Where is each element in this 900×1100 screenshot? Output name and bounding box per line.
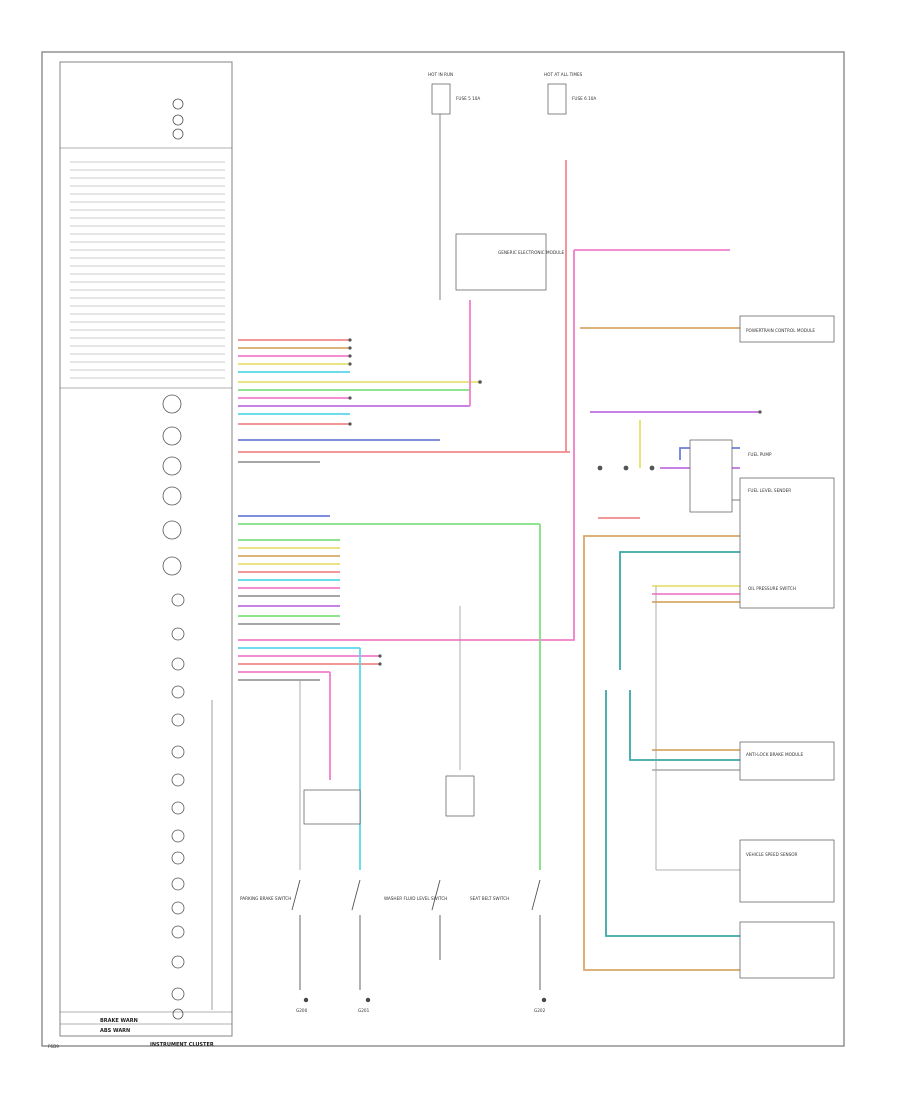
wire-harness-lower [238, 515, 540, 681]
cluster-label-brake-warn: BRAKE WARN [100, 1018, 138, 1024]
diagram-frame [41, 51, 845, 1047]
indicator-12-icon [171, 901, 185, 915]
gauge-speedometer-icon [162, 394, 182, 414]
indicator-8-icon [171, 801, 185, 815]
sensor-box-left [303, 789, 361, 825]
wire-teal-abs [629, 690, 740, 761]
abs-box [739, 741, 835, 781]
gauge-fuel-icon [162, 520, 182, 540]
ground-1-label: G200 [296, 1008, 308, 1013]
wire-teal-down [605, 690, 740, 937]
gauge-temp-icon [162, 556, 182, 576]
abs-module-box [739, 921, 835, 979]
fuse-right-label: FUSE 6 10A [572, 96, 596, 101]
splice-dots [348, 338, 762, 666]
ground-3-label: G202 [534, 1008, 546, 1013]
ground-symbols [303, 997, 547, 1003]
switch-top2-icon [172, 114, 184, 126]
wire-pcm-lines [652, 585, 740, 871]
wire-teal-loop [619, 551, 740, 670]
wire-harness-upper [238, 339, 570, 463]
pcm-label: POWERTRAIN CONTROL MODULE [746, 328, 815, 333]
fuse-left-box [431, 83, 451, 115]
brake-switch-label: PARKING BRAKE SWITCH [240, 896, 291, 901]
ground-3-icon [541, 997, 547, 1003]
fuel-pump-box [689, 439, 733, 513]
indicator-15-icon [171, 987, 185, 1001]
switches-bottom [291, 879, 541, 990]
gem-label: GENERIC ELECTRONIC MODULE [498, 250, 565, 255]
indicator-3-icon [171, 657, 185, 671]
indicator-9-icon [171, 829, 185, 843]
wire-orange-loop [583, 535, 740, 971]
sensor-box-right [445, 775, 475, 817]
indicator-6-icon [171, 745, 185, 759]
vss-box [739, 839, 835, 903]
switch-top-icon [172, 98, 184, 110]
indicator-2-icon [171, 627, 185, 641]
instrument-cluster [59, 61, 233, 1037]
washer-label: WASHER FLUID LEVEL SWITCH [384, 896, 447, 901]
footer-left: F6D9 [48, 1044, 59, 1049]
fuse-left-title: HOT IN RUN [428, 72, 453, 77]
indicator-1-icon [171, 593, 185, 607]
indicator-16-icon [172, 1008, 184, 1020]
cluster-internal-lines [70, 161, 225, 379]
gauge-oil-icon [162, 456, 182, 476]
indicator-5-icon [171, 713, 185, 727]
footer-right: INSTRUMENT CLUSTER [150, 1042, 214, 1048]
cluster-gauges [162, 98, 185, 1020]
indicator-10-icon [171, 851, 185, 865]
fuse-right-box [547, 83, 567, 115]
fuel-pump-label: FUEL PUMP [748, 452, 772, 457]
indicator-13-icon [171, 925, 185, 939]
vss-label: VEHICLE SPEED SENSOR [746, 852, 798, 857]
fuse-left-label: FUSE 5 10A [456, 96, 480, 101]
ground-2-label: G201 [358, 1008, 370, 1013]
cluster-label-abs-warn: ABS WARN [100, 1028, 130, 1034]
gem-box [455, 233, 547, 291]
abs-label: ANTI-LOCK BRAKE MODULE [746, 752, 804, 757]
ground-2-icon [365, 997, 371, 1003]
gauge-tachometer-icon [162, 426, 182, 446]
gauge-voltage-icon [162, 486, 182, 506]
fuel-sender-label: FUEL LEVEL SENDER [748, 488, 791, 493]
indicator-14-icon [171, 955, 185, 969]
pcm-main-box [739, 477, 835, 609]
indicator-11-icon [171, 877, 185, 891]
switch-top3-icon [172, 128, 184, 140]
oil-pressure-label: OIL PRESSURE SWITCH [748, 586, 796, 591]
fuse-right-title: HOT AT ALL TIMES [544, 72, 583, 77]
ground-1-icon [303, 997, 309, 1003]
seat-belt-label: SEAT BELT SWITCH [470, 896, 509, 901]
pcm-box [739, 315, 835, 343]
indicator-4-icon [171, 685, 185, 699]
wire-pink-down [238, 250, 575, 641]
indicator-7-icon [171, 773, 185, 787]
